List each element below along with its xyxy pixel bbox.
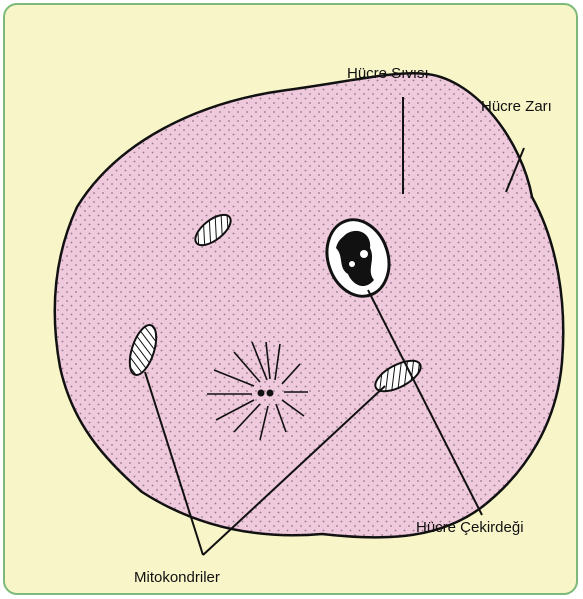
diagram-frame: Hücre Sıvısı Hücre Zarı Hücre Çekirdeği … <box>3 3 578 595</box>
centriole <box>267 390 274 397</box>
centriole <box>258 390 265 397</box>
label-membrane: Hücre Zarı <box>481 99 552 114</box>
label-nucleus: Hücre Çekirdeği <box>416 520 524 535</box>
cell-body <box>55 73 563 537</box>
label-mitochondria: Mitokondriler <box>134 570 220 585</box>
label-cytoplasm: Hücre Sıvısı <box>347 66 429 81</box>
cell-diagram <box>5 5 578 595</box>
